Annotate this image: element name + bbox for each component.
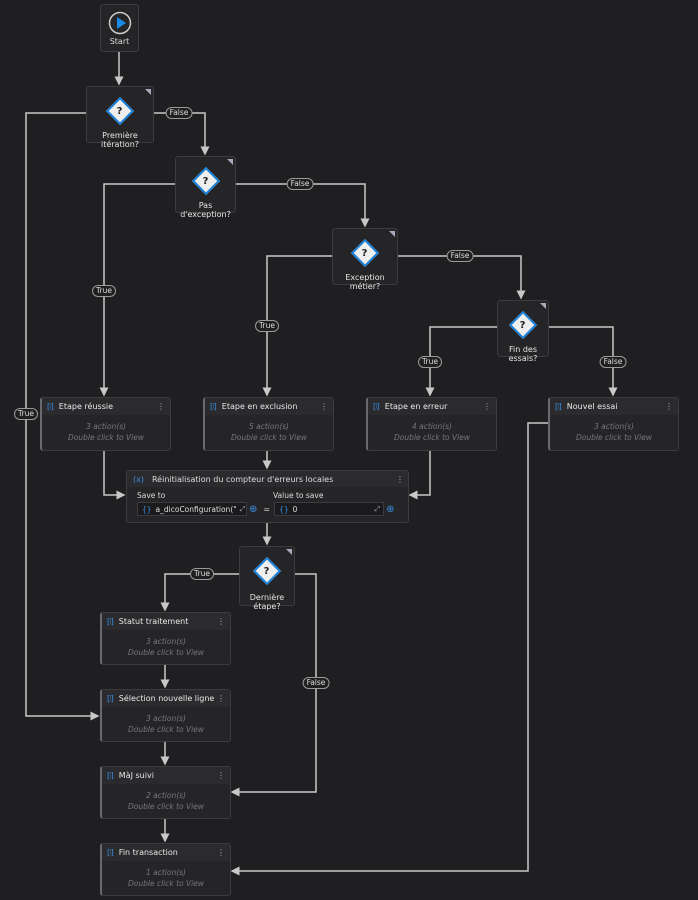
decision-pas-exception[interactable]: ? Pas d'exception? <box>175 156 236 219</box>
sequence-nouvel-essai[interactable]: [⁝] Nouvel essai ⋮ 3 action(s) Double click … <box>548 397 679 451</box>
sequence-maj-suivi[interactable]: [⁝] MàJ suivi ⋮ 2 action(s) Double click to … <box>100 766 231 819</box>
view-hint: Double click to View <box>231 433 307 442</box>
assign-title: Réinitialisation du compteur d'erreurs l… <box>151 474 334 484</box>
play-icon <box>108 11 131 35</box>
decision-label: Pas d'exception? <box>180 201 231 219</box>
value-value: 0 <box>292 504 298 514</box>
decision-label: Dernière étape? <box>249 593 285 611</box>
decision-icon: ? <box>252 556 282 586</box>
view-hint: Double click to View <box>128 802 204 811</box>
sequence-title: Nouvel essai <box>566 402 618 411</box>
sequence-icon: [⁝] <box>373 402 380 411</box>
corner-icon <box>389 231 395 237</box>
view-hint: Double click to View <box>128 879 204 888</box>
view-hint: Double click to View <box>576 433 652 442</box>
decision-label: Exception métier? <box>345 273 385 291</box>
sequence-title: MàJ suivi <box>118 771 154 780</box>
edge-label-false: False <box>599 356 627 368</box>
sequence-icon: [⁝] <box>47 402 54 411</box>
sequence-statut-traitement[interactable]: [⁝] Statut traitement ⋮ 3 action(s) Double c… <box>100 612 231 665</box>
decision-icon: ? <box>508 310 538 340</box>
decision-derniere-etape[interactable]: ? Dernière étape? <box>239 546 295 611</box>
corner-icon <box>286 549 292 555</box>
add-icon[interactable]: ⊕ <box>386 503 395 515</box>
sequence-etape-exclusion[interactable]: [⁝] Etape en exclusion ⋮ 5 action(s) Double … <box>203 397 334 451</box>
edge-label-true: True <box>418 356 442 368</box>
decision-premiere-iteration[interactable]: ? Première itération? <box>86 86 154 149</box>
sequence-icon: [⁝] <box>107 771 114 780</box>
decision-fin-essais[interactable]: ? Fin des essais? <box>497 300 549 363</box>
more-icon[interactable]: ⋮ <box>217 771 225 780</box>
sequence-etape-erreur[interactable]: [⁝] Etape en erreur ⋮ 4 action(s) Double cli… <box>366 397 497 451</box>
more-icon[interactable]: ⋮ <box>217 694 225 703</box>
decision-icon: ? <box>191 166 220 196</box>
decision-label: Fin des essais? <box>508 345 538 363</box>
more-icon[interactable]: ⋮ <box>217 617 225 626</box>
expression-icon: {} <box>279 504 289 514</box>
sequence-icon: [⁝] <box>107 848 114 857</box>
more-icon[interactable]: ⋮ <box>157 402 165 411</box>
sequence-icon: [⁝] <box>555 402 562 411</box>
sequence-title: Etape en erreur <box>384 402 448 411</box>
action-count: 2 action(s) <box>145 791 186 800</box>
start-label: Start <box>109 37 130 46</box>
save-to-value: a_dicoConfiguration(" <box>155 504 237 514</box>
edge-label-true: True <box>190 568 214 580</box>
more-icon[interactable]: ⋮ <box>396 474 404 484</box>
decision-exception-metier[interactable]: ? Exception métier? <box>332 228 398 291</box>
more-icon[interactable]: ⋮ <box>217 848 225 857</box>
sequence-selection-nouvelle-ligne[interactable]: [⁝] Sélection nouvelle ligne⋮ 3 action(s) D… <box>100 689 231 742</box>
start-node[interactable]: Start <box>100 4 139 52</box>
sequence-icon: [⁝] <box>210 402 217 411</box>
view-hint: Double click to View <box>128 648 204 657</box>
decision-icon: ? <box>350 238 380 268</box>
sequence-title: Fin transaction <box>118 848 178 857</box>
view-hint: Double click to View <box>68 433 144 442</box>
edge-label-true: True <box>92 285 116 297</box>
sequence-icon: [⁝] <box>107 617 114 626</box>
more-icon[interactable]: ⋮ <box>320 402 328 411</box>
view-hint: Double click to View <box>128 725 204 734</box>
sequence-icon: [⁝] <box>107 694 114 703</box>
edge-label-false: False <box>286 178 314 190</box>
variable-icon: (x) <box>133 474 144 484</box>
edge-label-false: False <box>165 107 193 119</box>
edge-label-true: True <box>14 408 38 420</box>
decision-icon: ? <box>105 96 135 126</box>
more-icon[interactable]: ⋮ <box>665 402 673 411</box>
edge-label-true: True <box>255 320 279 332</box>
value-label: Value to save <box>273 491 324 500</box>
assign-reinitialisation[interactable]: (x) Réinitialisation du compteur d'erreur… <box>126 470 409 523</box>
action-count: 1 action(s) <box>145 868 186 877</box>
corner-icon <box>540 303 546 309</box>
expand-icon[interactable]: ⤢ <box>374 504 381 513</box>
edge-label-false: False <box>446 250 474 262</box>
action-count: 3 action(s) <box>593 422 634 431</box>
sequence-title: Etape réussie <box>58 402 114 411</box>
action-count: 4 action(s) <box>411 422 452 431</box>
action-count: 3 action(s) <box>85 422 126 431</box>
equals-sign: = <box>263 504 271 514</box>
expression-icon: {} <box>142 504 152 514</box>
view-hint: Double click to View <box>394 433 470 442</box>
action-count: 5 action(s) <box>248 422 289 431</box>
sequence-etape-reussie[interactable]: [⁝] Etape réussie ⋮ 3 action(s) Double click… <box>40 397 171 451</box>
corner-icon <box>145 89 151 95</box>
edge-label-false: False <box>302 677 330 689</box>
sequence-title: Statut traitement <box>118 617 189 626</box>
save-to-field[interactable]: {}a_dicoConfiguration("⤢ <box>137 502 247 516</box>
corner-icon <box>227 159 233 165</box>
sequence-title: Etape en exclusion <box>221 402 298 411</box>
action-count: 3 action(s) <box>145 714 186 723</box>
save-to-label: Save to <box>137 491 166 500</box>
expand-icon[interactable]: ⤢ <box>239 504 246 513</box>
more-icon[interactable]: ⋮ <box>483 402 491 411</box>
decision-label: Première itération? <box>100 131 140 149</box>
action-count: 3 action(s) <box>145 637 186 646</box>
sequence-title: Sélection nouvelle ligne <box>118 694 215 703</box>
sequence-fin-transaction[interactable]: [⁝] Fin transaction ⋮ 1 action(s) Double cli… <box>100 843 231 896</box>
value-field[interactable]: {}0 ⤢ <box>274 502 385 516</box>
add-icon[interactable]: ⊕ <box>249 503 258 515</box>
